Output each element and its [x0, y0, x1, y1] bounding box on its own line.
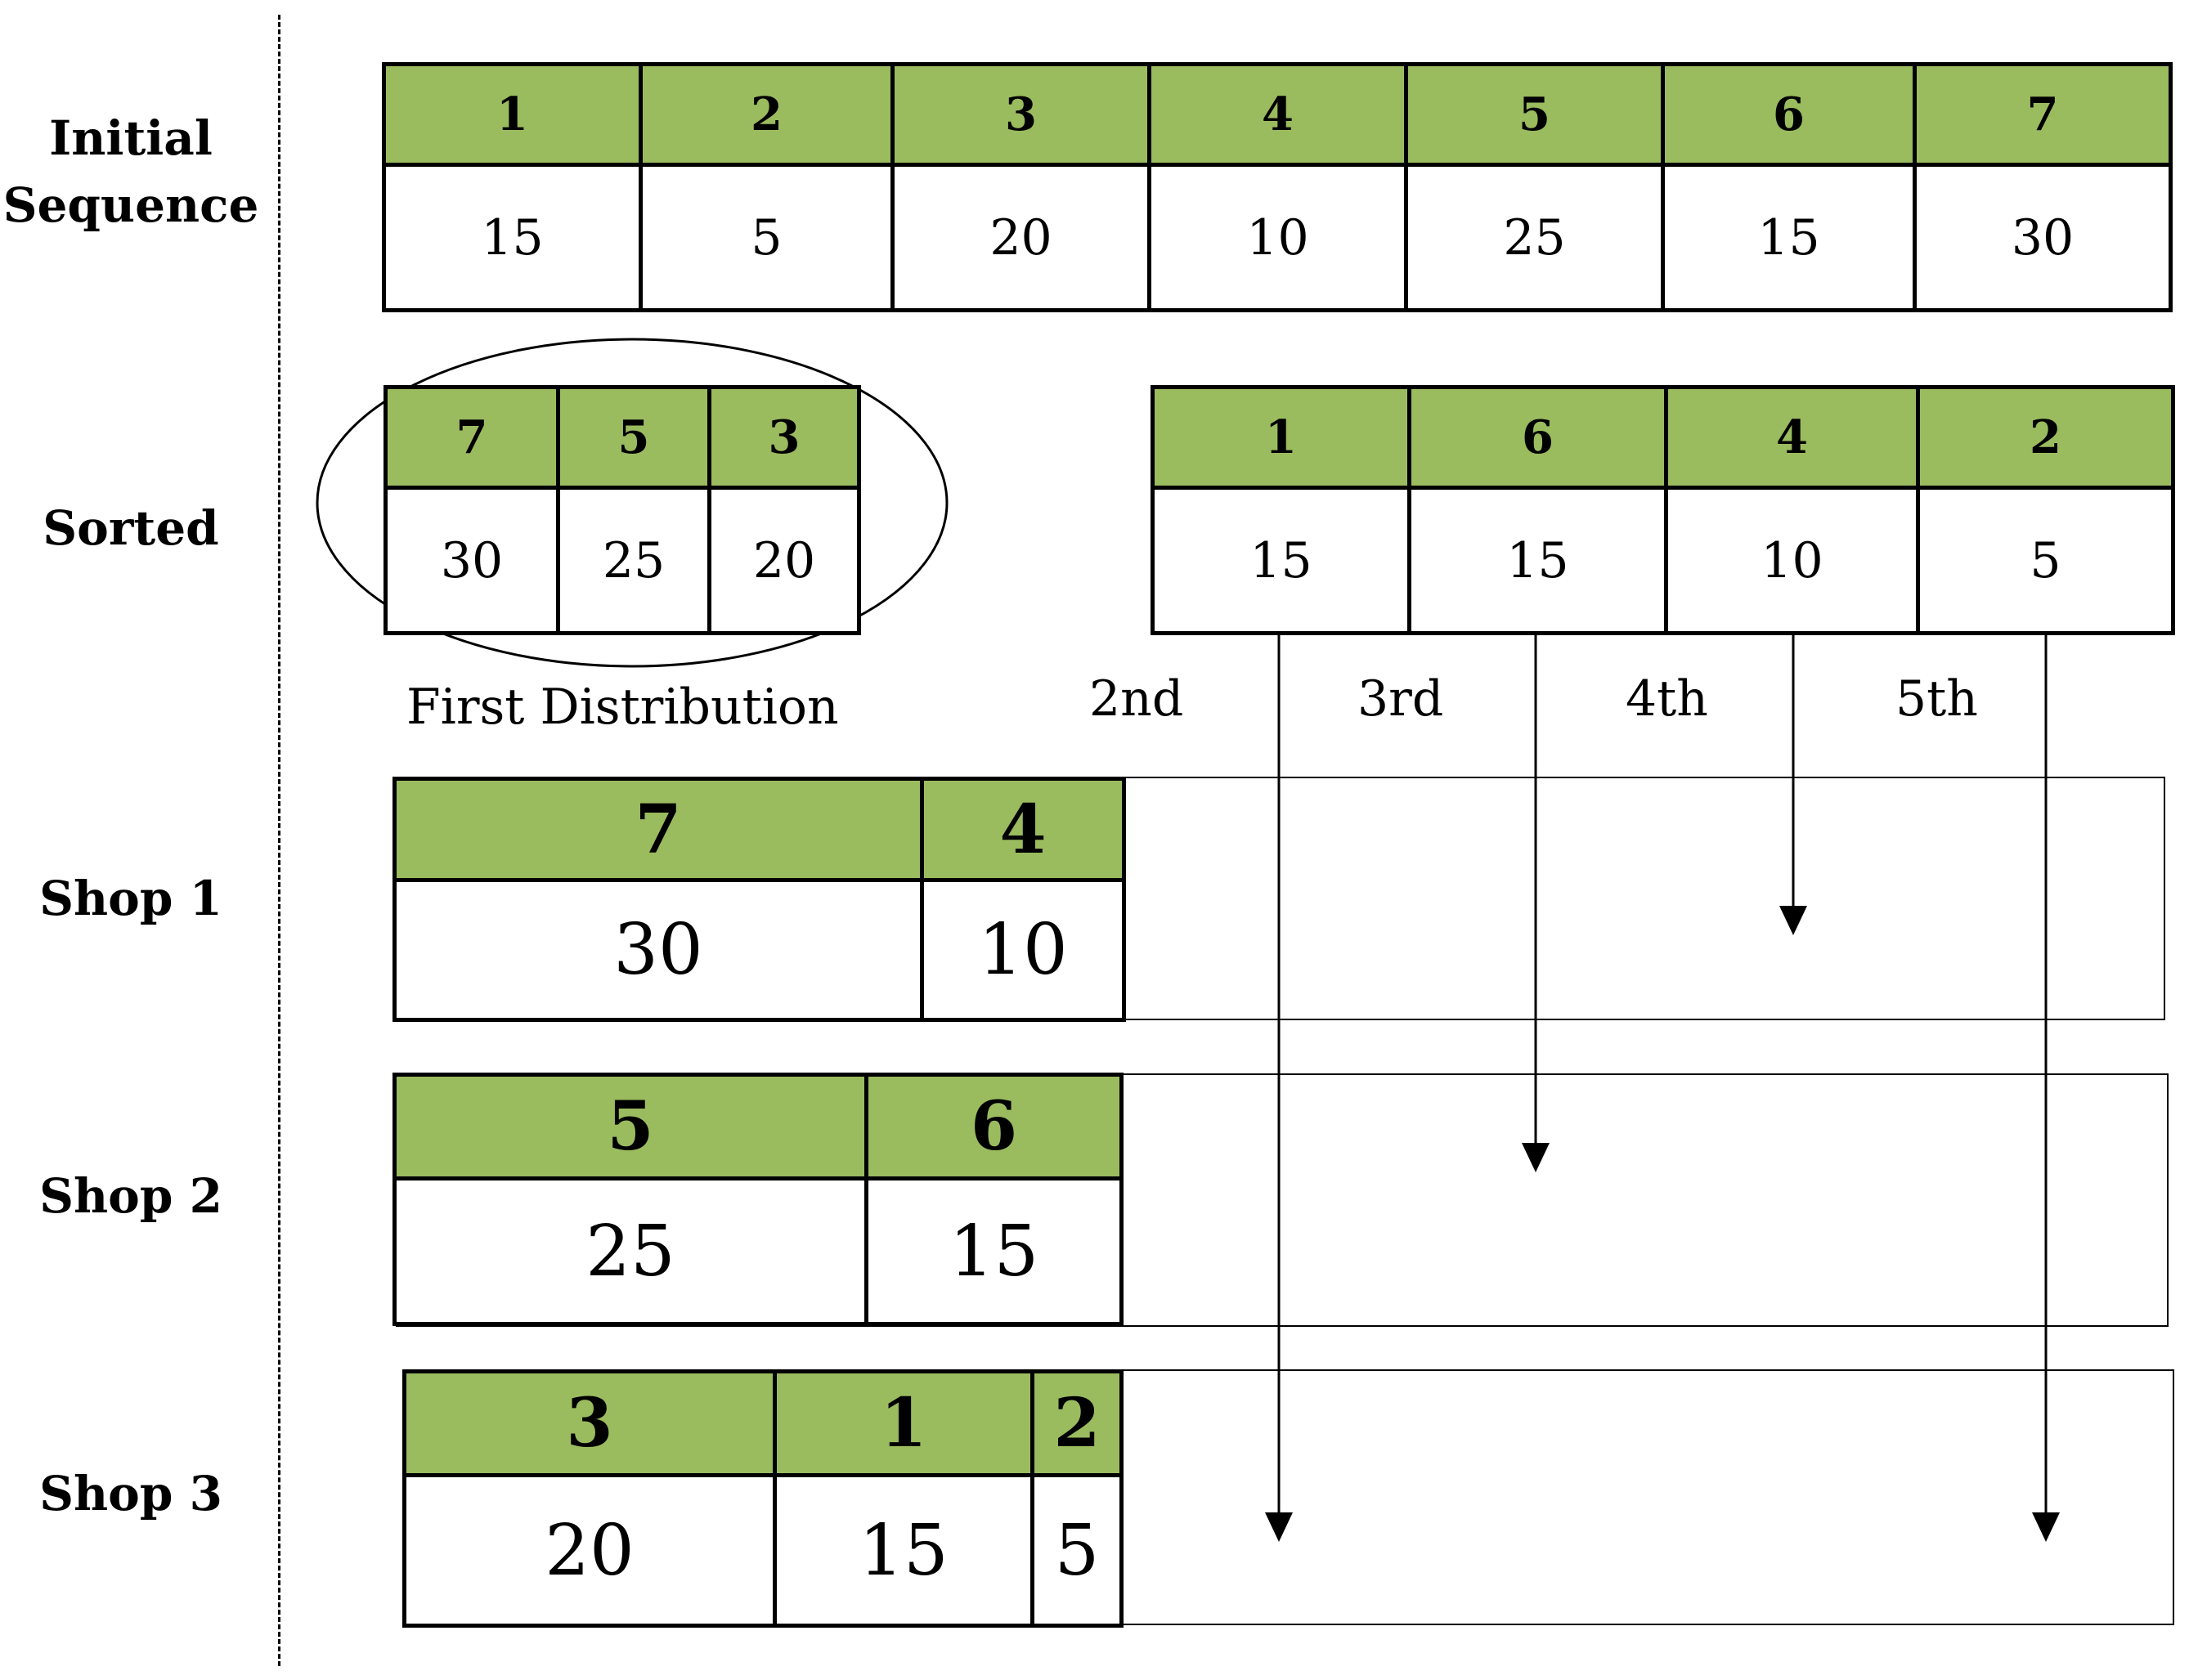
job-value: 10 [924, 882, 1122, 1018]
arrow-2nd [1265, 634, 1293, 1542]
row-label-shop-1: Shop 1 [39, 871, 222, 926]
row-label-shop-2: Shop 2 [39, 1168, 222, 1224]
job-value: 25 [560, 490, 711, 631]
job-id: 3 [406, 1373, 777, 1477]
job-id: 1 [777, 1373, 1034, 1477]
job-id: 3 [711, 389, 857, 490]
job-id: 7 [388, 389, 560, 490]
job-id: 3 [895, 66, 1151, 167]
job-value: 15 [1665, 167, 1917, 308]
job-value: 30 [388, 490, 560, 631]
distribution-5th-label: 5th [1895, 670, 1978, 728]
job-id: 4 [1151, 66, 1408, 167]
initial-sequence-table: 1 2 3 4 5 6 7 15 5 20 10 25 15 30 [382, 62, 2173, 312]
job-value: 15 [386, 167, 643, 308]
row-label-sorted: Sorted [43, 500, 219, 556]
job-id: 1 [386, 66, 643, 167]
job-id: 2 [643, 66, 895, 167]
job-id: 1 [1155, 389, 1411, 490]
job-value: 20 [406, 1477, 777, 1624]
row-label-shop-3: Shop 3 [39, 1466, 222, 1521]
job-id: 6 [1411, 389, 1668, 490]
arrow-4th [1779, 634, 1807, 935]
distribution-2nd-label: 2nd [1089, 670, 1184, 728]
arrow-3rd [1522, 634, 1550, 1172]
job-value: 5 [1920, 490, 2171, 631]
sorted-first-distribution-table: 7 5 3 30 25 20 [384, 385, 861, 635]
job-id: 6 [1665, 66, 1917, 167]
job-value: 25 [1408, 167, 1665, 308]
first-distribution-ellipse [316, 338, 949, 668]
job-id: 4 [1668, 389, 1920, 490]
job-value: 15 [868, 1180, 1119, 1322]
job-id: 2 [1034, 1373, 1119, 1477]
distribution-3rd-label: 3rd [1357, 670, 1444, 728]
row-label-initial-sequence-text: Initial Sequence [2, 110, 259, 233]
shop-3-jobs-table: 3 1 2 20 15 5 [402, 1369, 1124, 1628]
job-value: 30 [397, 882, 924, 1018]
dashed-divider [278, 15, 280, 1666]
job-value: 15 [1411, 490, 1668, 631]
job-id: 4 [924, 781, 1122, 882]
job-value: 5 [643, 167, 895, 308]
job-value: 10 [1668, 490, 1920, 631]
job-value: 15 [1155, 490, 1411, 631]
job-value: 10 [1151, 167, 1408, 308]
job-value: 20 [711, 490, 857, 631]
job-id: 7 [1917, 66, 2169, 167]
job-id: 5 [397, 1077, 868, 1180]
job-id: 6 [868, 1077, 1119, 1180]
first-distribution-caption: First Distribution [406, 679, 839, 736]
distribution-4th-label: 4th [1626, 670, 1708, 728]
arrow-5th [2032, 634, 2060, 1542]
job-value: 5 [1034, 1477, 1119, 1624]
job-value: 15 [777, 1477, 1034, 1624]
shop-1-jobs-table: 7 4 30 10 [392, 777, 1126, 1022]
job-id: 7 [397, 781, 924, 882]
job-id: 5 [560, 389, 711, 490]
job-value: 25 [397, 1180, 868, 1322]
job-id: 5 [1408, 66, 1665, 167]
shop-2-jobs-table: 5 6 25 15 [392, 1073, 1124, 1326]
job-value: 30 [1917, 167, 2169, 308]
job-id: 2 [1920, 389, 2171, 490]
job-value: 20 [895, 167, 1151, 308]
sorted-remaining-table: 1 6 4 2 15 15 10 5 [1151, 385, 2175, 635]
